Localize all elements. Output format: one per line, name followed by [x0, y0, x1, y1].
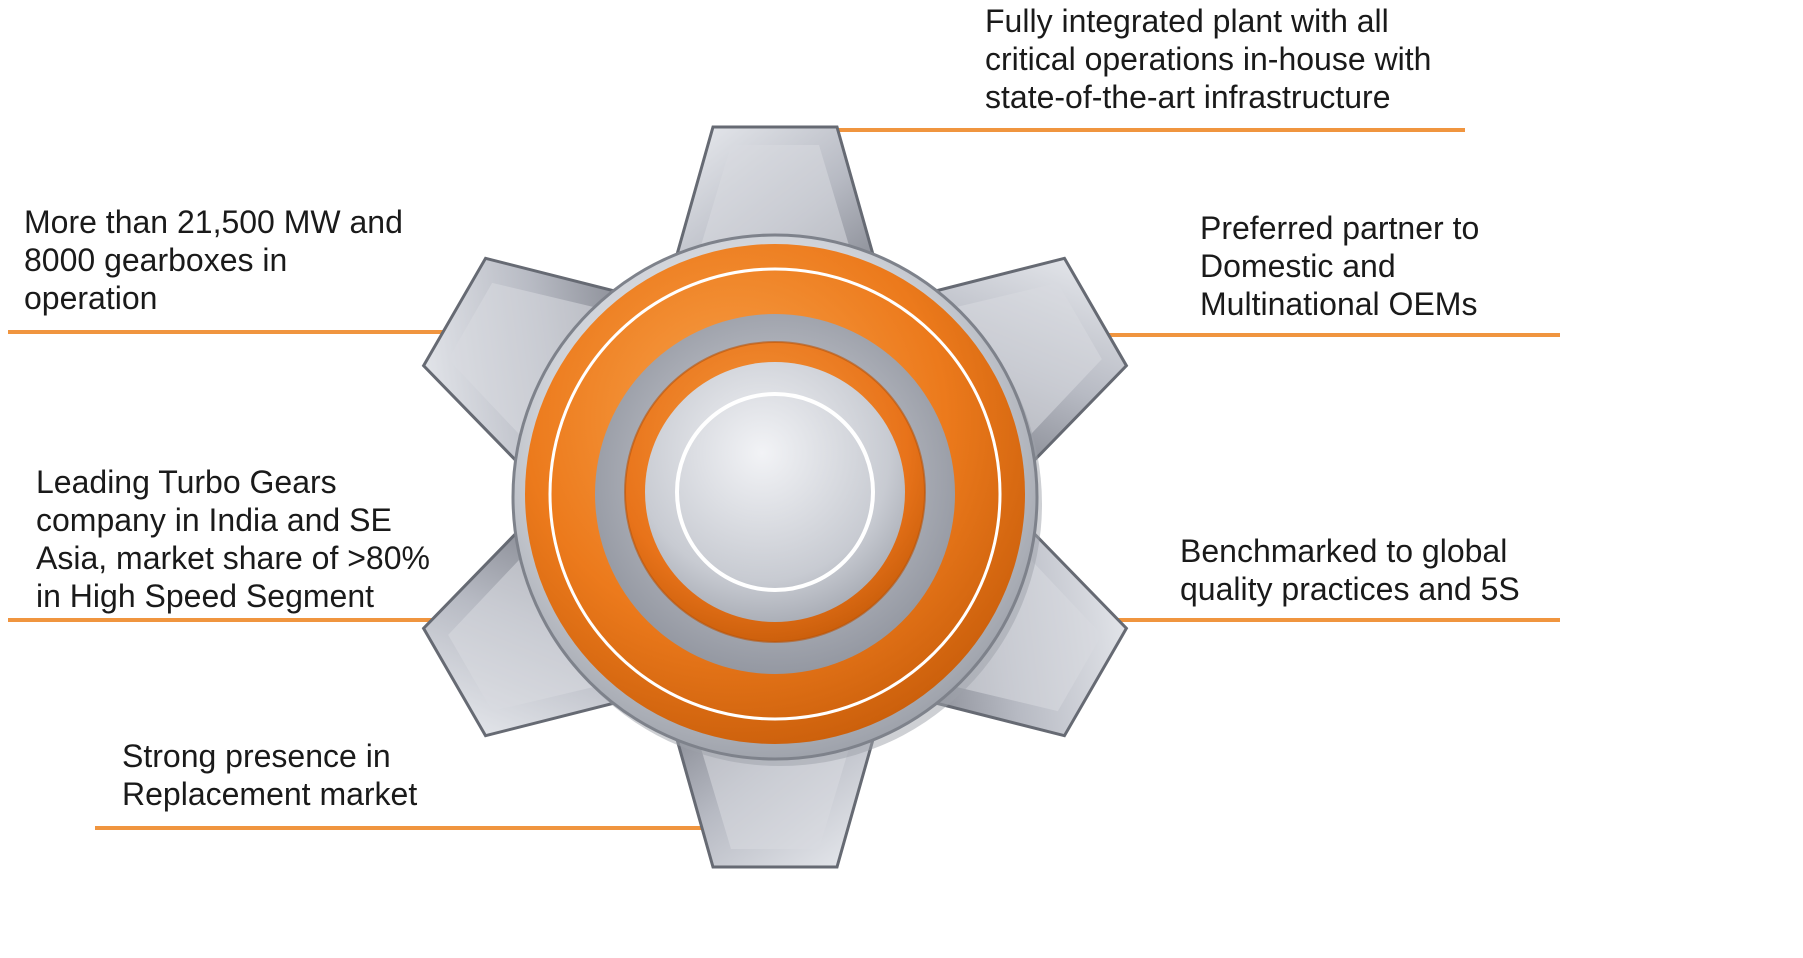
callout-left-lower: Strong presence in Replacement market	[122, 738, 418, 812]
gear-body	[511, 233, 1042, 766]
callout-left-middle: Leading Turbo Gears company in India and…	[36, 464, 430, 614]
callout-right-lower: Benchmarked to global quality practices …	[1180, 533, 1520, 607]
leader-lines	[8, 128, 1560, 830]
callout-left-upper: More than 21,500 MW and 8000 gearboxes i…	[24, 204, 403, 316]
callout-top-right: Fully integrated plant with all critical…	[985, 3, 1432, 115]
callout-right-upper: Preferred partner to Domestic and Multin…	[1200, 210, 1480, 322]
hub-highlight	[675, 392, 875, 592]
hub-disc	[645, 362, 905, 622]
inner-ring-edge	[624, 341, 926, 643]
outer-ring-highlight	[548, 267, 1002, 721]
